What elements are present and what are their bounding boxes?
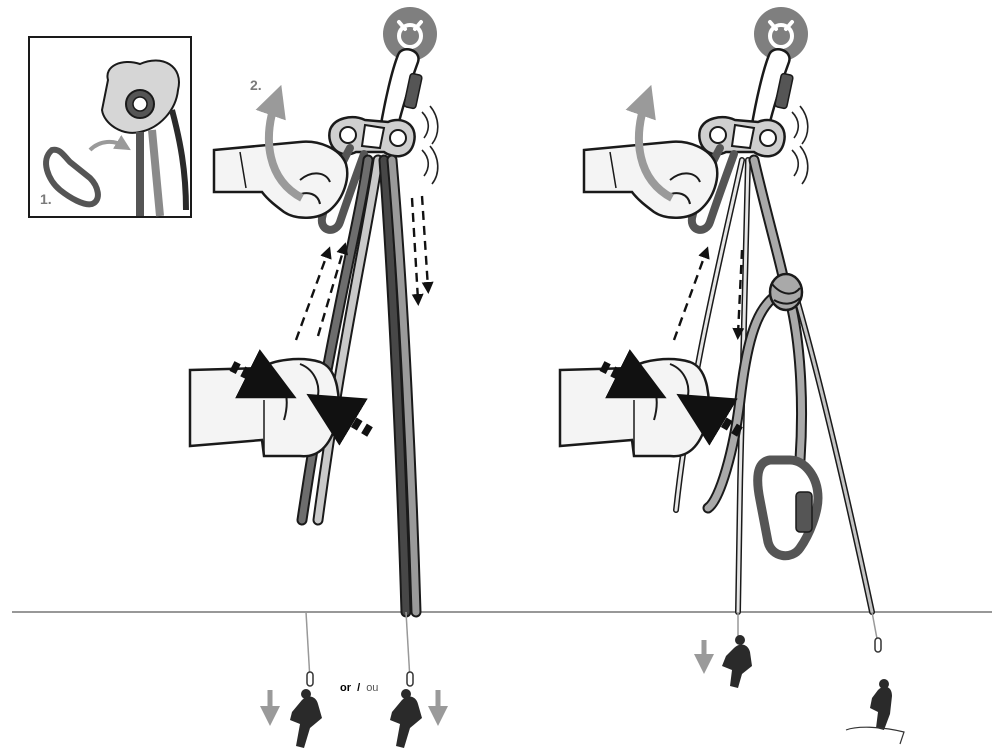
right-scene xyxy=(560,7,904,744)
belay-device xyxy=(329,117,414,156)
climber-figure xyxy=(290,697,322,748)
knot-right xyxy=(770,274,802,310)
slash-label: / xyxy=(357,682,360,694)
lower-hand-right xyxy=(560,359,709,456)
ou-label: ou xyxy=(366,682,378,694)
step-2-label: 2. xyxy=(250,77,262,93)
lower-hand-left xyxy=(190,359,339,456)
vibration-marks xyxy=(422,106,438,184)
hanging-carabiner-right xyxy=(758,460,818,556)
climber-figure xyxy=(870,687,892,730)
climber-ground-right xyxy=(846,612,904,744)
climber-rope-left-a xyxy=(290,612,322,748)
left-scene: 1. 2. or / ou xyxy=(29,7,438,748)
climber-rope-left-b xyxy=(390,612,422,748)
vibration-marks-right xyxy=(792,106,808,184)
step-1-label: 1. xyxy=(40,191,52,207)
or-separator: or / ou xyxy=(340,682,378,694)
climber-figure xyxy=(390,697,422,748)
belay-device-right xyxy=(699,117,784,156)
climber-lowered-right xyxy=(722,612,752,688)
climber-figure xyxy=(722,645,752,688)
inset-detail xyxy=(29,37,191,217)
or-label: or xyxy=(340,682,352,694)
